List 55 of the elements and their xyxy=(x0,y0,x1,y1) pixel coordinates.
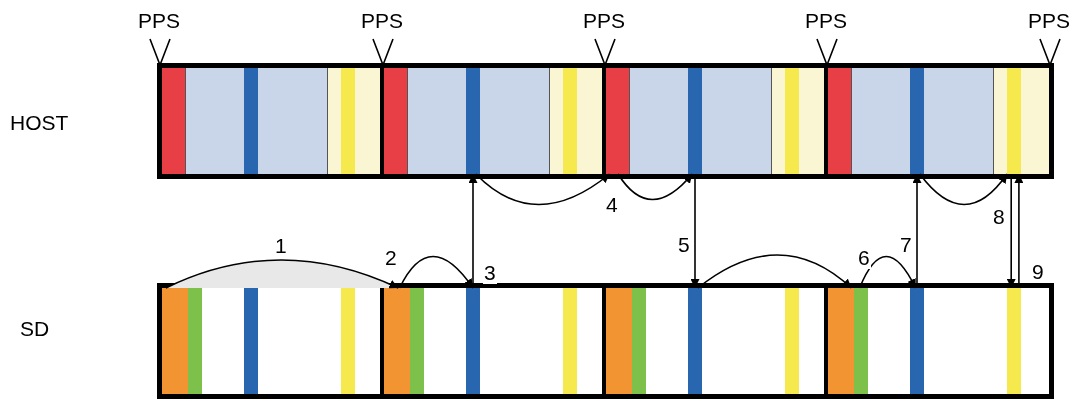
sync-block xyxy=(854,288,868,394)
tail-block xyxy=(549,68,602,174)
header-block xyxy=(162,68,186,174)
frame-segment xyxy=(828,68,1049,174)
tail-block xyxy=(993,68,1049,174)
marker-stripe xyxy=(910,68,924,174)
end-stripe xyxy=(785,288,799,394)
boundary-label: PPS xyxy=(361,10,404,32)
start-block xyxy=(828,288,854,394)
sync-stripe xyxy=(563,68,577,174)
frame-segment xyxy=(384,288,606,394)
sync-stripe xyxy=(785,68,799,174)
header-block xyxy=(828,68,852,174)
frame-segment xyxy=(606,288,828,394)
sync-block xyxy=(632,288,646,394)
frame-segment xyxy=(162,68,384,174)
tail-block xyxy=(327,68,380,174)
marker-stripe xyxy=(466,288,480,394)
boundary-label: PPS xyxy=(138,10,181,32)
marker-stripe xyxy=(466,68,480,174)
sync-stripe xyxy=(1007,68,1021,174)
row-label: SD xyxy=(20,318,50,340)
row-label: HOST xyxy=(10,112,69,134)
header-block xyxy=(606,68,630,174)
marker-stripe xyxy=(688,288,702,394)
end-stripe xyxy=(1007,288,1021,394)
arrow xyxy=(165,259,400,289)
arrow xyxy=(919,173,1008,206)
start-block xyxy=(162,288,188,394)
marker-stripe xyxy=(688,68,702,174)
start-block xyxy=(384,288,410,394)
arrow xyxy=(475,173,611,206)
tail-block xyxy=(771,68,824,174)
end-stripe xyxy=(341,288,355,394)
arrow xyxy=(617,173,693,201)
boundary-label: PPS xyxy=(805,10,848,32)
frame-segment xyxy=(606,68,828,174)
sync-block xyxy=(188,288,202,394)
sync-stripe xyxy=(341,68,355,174)
timeline-bar xyxy=(157,283,1054,399)
boundary-label: PPS xyxy=(1028,10,1071,32)
frame-segment xyxy=(162,288,384,394)
sync-block xyxy=(410,288,424,394)
arrow xyxy=(697,254,853,289)
marker-stripe xyxy=(244,288,258,394)
timeline-bar xyxy=(157,63,1054,179)
start-block xyxy=(606,288,632,394)
end-stripe xyxy=(563,288,577,394)
marker-stripe xyxy=(910,288,924,394)
boundary-label: PPS xyxy=(583,10,626,32)
header-block xyxy=(384,68,408,174)
arrow xyxy=(858,255,917,289)
marker-stripe xyxy=(244,68,258,174)
frame-segment xyxy=(384,68,606,174)
arrow xyxy=(398,255,474,289)
